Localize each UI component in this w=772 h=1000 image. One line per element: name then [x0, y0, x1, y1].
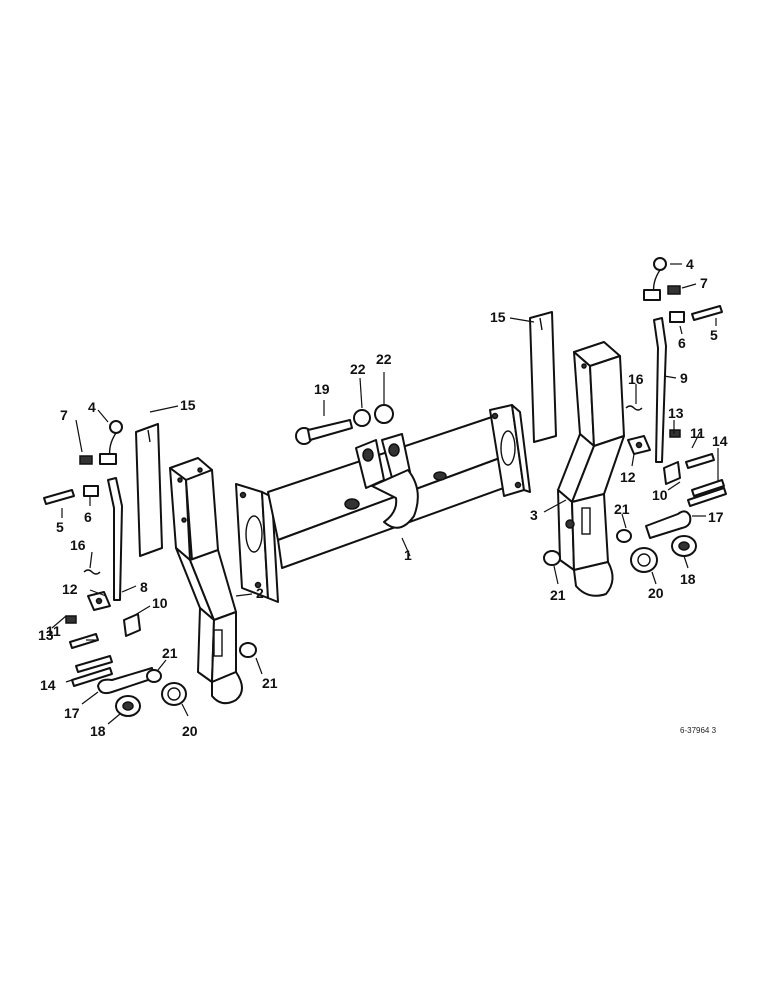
- callout-21-b: 21: [262, 675, 278, 691]
- part-left-arm: [169, 457, 243, 705]
- callout-6-right: 6: [678, 335, 686, 351]
- callout-11-left: 11: [46, 623, 61, 639]
- callout-3: 3: [530, 507, 538, 523]
- callout-20-left: 20: [182, 723, 198, 739]
- callout-18-right: 18: [680, 571, 696, 587]
- callout-10-right: 10: [652, 487, 668, 503]
- callout-14-right: 14: [712, 433, 728, 449]
- callout-16-right: 16: [628, 371, 644, 387]
- callout-4-left: 4: [88, 399, 96, 415]
- right-hardware: [543, 257, 727, 573]
- callout-21-a: 21: [162, 645, 178, 661]
- callout-22-a: 22: [350, 361, 366, 377]
- callout-13-left: 13: [38, 627, 54, 643]
- center-hardware: [295, 404, 394, 445]
- callout-11-right: 11: [690, 425, 705, 441]
- callout-8: 8: [140, 579, 148, 595]
- callout-9: 9: [680, 370, 688, 386]
- callout-19: 19: [314, 381, 330, 397]
- callout-21-d: 21: [614, 501, 630, 517]
- callout-2: 2: [256, 585, 264, 601]
- callout-17-right: 17: [708, 509, 724, 525]
- callout-21-c: 21: [550, 587, 566, 603]
- callout-22-b: 22: [376, 351, 392, 367]
- part-right-arm: [557, 341, 625, 597]
- reference-code: 6-37964 3: [680, 726, 717, 735]
- callout-5-right: 5: [710, 327, 718, 343]
- callout-16-left: 16: [70, 537, 86, 553]
- part-main-tube: [235, 404, 531, 603]
- callout-17-left: 17: [64, 705, 80, 721]
- callout-6-left: 6: [84, 509, 92, 525]
- part-left-plate: [135, 423, 163, 557]
- callout-1: 1: [404, 547, 412, 563]
- callout-15-left: 15: [180, 397, 196, 413]
- callout-14-left: 14: [40, 677, 56, 693]
- callout-labels: 1 2 3 4 4 5 5 6 6 7 7 8 9 10 10 11 11 12…: [38, 256, 728, 739]
- callout-4-right: 4: [686, 256, 694, 272]
- callout-10-left: 10: [152, 595, 168, 611]
- leader-lines: [51, 263, 719, 725]
- part-right-plate: [529, 311, 557, 443]
- callout-18-left: 18: [90, 723, 106, 739]
- callout-7-right: 7: [700, 275, 708, 291]
- callout-5-left: 5: [56, 519, 64, 535]
- callout-12-left: 12: [62, 581, 78, 597]
- callout-7-left: 7: [60, 407, 68, 423]
- callout-12-right: 12: [620, 469, 636, 485]
- callout-20-right: 20: [648, 585, 664, 601]
- callout-13-right: 13: [668, 405, 684, 421]
- left-hardware: [43, 420, 257, 717]
- callout-15-right: 15: [490, 309, 506, 325]
